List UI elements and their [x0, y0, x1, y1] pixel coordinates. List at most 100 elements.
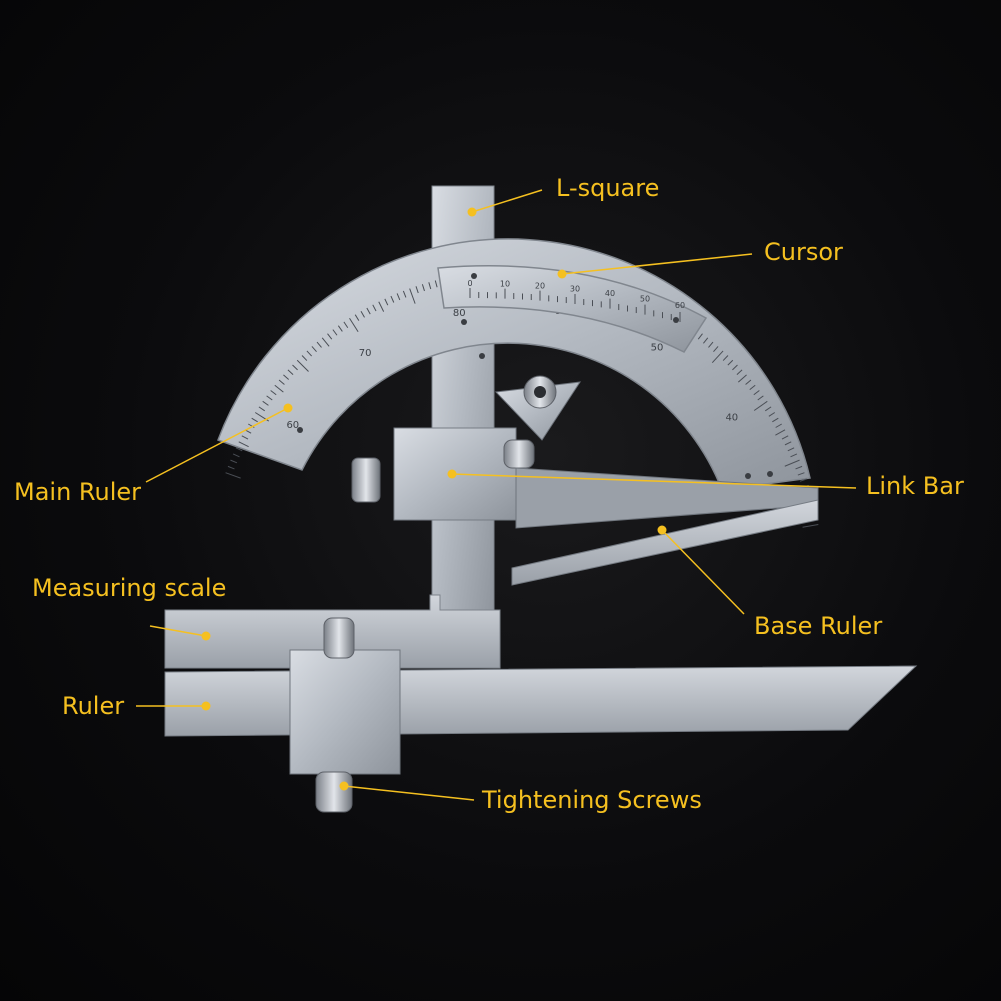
- main-scale-tick: [732, 364, 738, 371]
- link-bar-screw: [503, 439, 535, 469]
- main-scale-tick: [327, 333, 333, 340]
- center-hub-socket: [534, 386, 546, 398]
- main-scale-tick: [287, 369, 294, 376]
- label-link-bar: Link Bar: [866, 472, 964, 500]
- main-scale-tick: [799, 478, 807, 482]
- main-scale-tick: [270, 390, 277, 396]
- label-base-ruler: Base Ruler: [754, 612, 883, 640]
- main-scale-tick: [415, 286, 419, 294]
- main-scale-number: 70: [359, 348, 372, 359]
- main-scale-tick: [238, 441, 249, 448]
- main-scale-tick: [703, 337, 709, 344]
- main-scale-tick: [784, 459, 800, 467]
- main-scale-tick: [337, 325, 343, 332]
- label-cursor: Cursor: [764, 238, 843, 266]
- main-scale-tick: [708, 341, 714, 348]
- main-scale-tick: [409, 288, 416, 304]
- base-ruler: [511, 499, 819, 586]
- label-main-ruler: Main Ruler: [14, 478, 142, 506]
- main-scale-tick: [378, 301, 385, 312]
- vernier-number: 60: [675, 301, 685, 310]
- label-tightening-screws: Tightening Screws: [482, 786, 702, 814]
- main-scale-tick: [772, 417, 779, 423]
- main-scale-tick: [764, 406, 772, 412]
- main-scale-tick: [227, 465, 235, 470]
- main-scale-number: 40: [725, 412, 738, 423]
- vernier-number: 40: [605, 289, 615, 298]
- main-scale-tick: [737, 374, 747, 383]
- main-scale-tick: [736, 369, 743, 376]
- main-scale-tick: [296, 359, 309, 372]
- main-scale-tick: [713, 346, 719, 353]
- main-scale-tick: [360, 311, 365, 318]
- main-scale-number: 50: [651, 343, 664, 354]
- main-scale-tick: [711, 350, 724, 364]
- main-scale-tick: [797, 472, 805, 476]
- main-scale-tick: [727, 359, 734, 366]
- vernier-number: 0: [467, 279, 472, 288]
- main-scale-tick: [274, 384, 284, 393]
- main-scale-tick: [311, 346, 317, 353]
- main-scale-tick: [372, 304, 377, 312]
- main-scale-tick: [349, 317, 359, 332]
- main-scale-tick: [266, 395, 273, 401]
- main-scale-tick: [396, 293, 401, 301]
- main-scale-tick: [790, 453, 798, 458]
- main-scale-tick: [343, 321, 349, 329]
- main-scale-tick: [354, 314, 360, 321]
- main-scale-tick: [757, 395, 764, 401]
- main-scale-tick: [230, 459, 238, 464]
- main-scale-tick: [283, 374, 290, 380]
- label-l-square: L-square: [556, 174, 660, 202]
- tightening-screw: [315, 771, 353, 813]
- main-scale-tick: [402, 290, 407, 298]
- main-scale-tick: [753, 400, 768, 411]
- main-scale-tick: [722, 355, 729, 361]
- main-scale-tick: [802, 524, 819, 528]
- callout-dots: [201, 207, 667, 791]
- main-scale-tick: [795, 465, 803, 470]
- main-scale-tick: [366, 307, 371, 315]
- ruler-blade: [164, 665, 918, 737]
- main-scale-tick: [241, 435, 249, 440]
- ruler-clamp: [289, 649, 401, 775]
- main-scale-tick: [749, 384, 756, 390]
- clamp-top-screw: [323, 617, 355, 659]
- main-scale-tick: [251, 417, 258, 423]
- main-scale-tick: [321, 337, 330, 347]
- main-scale-tick: [697, 333, 703, 340]
- main-scale-tick: [775, 429, 786, 436]
- left-knurled-knob: [351, 457, 381, 503]
- main-scale-tick: [292, 364, 298, 371]
- main-scale-tick: [768, 412, 776, 417]
- label-measuring-scale: Measuring scale: [32, 574, 227, 602]
- main-scale-tick: [781, 435, 789, 440]
- main-scale-tick: [390, 295, 395, 303]
- main-scale-tick: [232, 453, 240, 458]
- main-scale-tick: [428, 282, 432, 290]
- main-scale-number: 80: [453, 308, 466, 319]
- main-scale-tick: [301, 355, 308, 361]
- main-scale-tick: [278, 379, 285, 385]
- main-scale-tick: [421, 284, 425, 292]
- main-scale-tick: [225, 472, 241, 479]
- label-ruler: Ruler: [62, 692, 125, 720]
- main-scale-tick: [306, 350, 313, 357]
- main-scale-tick: [316, 341, 322, 348]
- main-scale-tick: [753, 390, 760, 396]
- main-scale-tick: [332, 329, 338, 336]
- main-scale-tick: [784, 441, 792, 446]
- main-scale-number: 60: [286, 420, 299, 431]
- main-scale-tick: [384, 298, 389, 306]
- cursor-vernier-ticks: [469, 288, 681, 322]
- vernier-number: 50: [640, 294, 650, 303]
- main-scale-tick: [258, 406, 266, 412]
- main-scale-tick: [787, 447, 795, 452]
- main-scale-tick: [745, 379, 752, 385]
- vernier-number: 10: [500, 280, 510, 289]
- main-scale-tick: [262, 400, 269, 406]
- vernier-number: 20: [535, 281, 545, 290]
- cursor-vernier-arc: [437, 265, 708, 353]
